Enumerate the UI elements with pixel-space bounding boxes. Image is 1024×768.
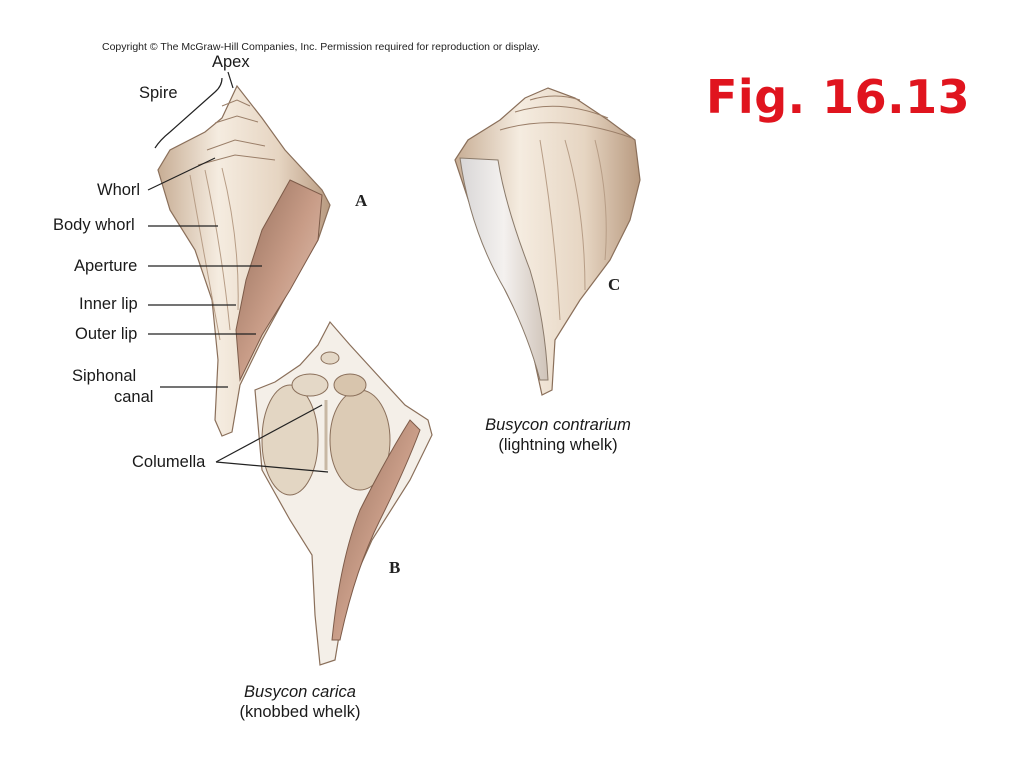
caption-c-species: Busycon contrarium	[485, 416, 631, 434]
caption-b-species: Busycon carica	[244, 683, 356, 701]
panel-letter-b: B	[389, 558, 401, 577]
leader-columella-1	[215, 404, 323, 463]
caption-c: Busycon contrarium (lightning whelk)	[474, 415, 642, 455]
label-body-whorl: Body whorl	[53, 216, 135, 234]
panel-letter-a: A	[355, 191, 368, 210]
leader-lines	[147, 71, 329, 473]
label-canal: canal	[114, 388, 154, 406]
panel-letter-c: C	[608, 275, 621, 294]
caption-b-common: (knobbed whelk)	[239, 703, 361, 721]
figure-title: Fig. 16.13	[706, 70, 971, 124]
label-spire: Spire	[139, 84, 178, 102]
label-siphonal: Siphonal	[72, 367, 137, 385]
label-whorl: Whorl	[97, 181, 141, 199]
caption-b: Busycon carica (knobbed whelk)	[225, 682, 375, 722]
label-apex: Apex	[212, 53, 250, 71]
copyright-notice: Copyright © The McGraw-Hill Companies, I…	[102, 41, 541, 53]
leader-apex	[227, 71, 234, 89]
label-outer-lip: Outer lip	[75, 325, 138, 343]
shell-b	[254, 320, 433, 666]
spire-bracket	[154, 77, 223, 149]
label-aperture: Aperture	[74, 257, 138, 275]
caption-c-common: (lightning whelk)	[498, 436, 618, 454]
leader-whorl	[147, 157, 216, 191]
leader-columella-2	[215, 461, 329, 473]
label-inner-lip: Inner lip	[79, 295, 138, 313]
label-columella: Columella	[132, 453, 206, 471]
shell-c	[454, 87, 641, 396]
shell-a	[157, 84, 331, 437]
